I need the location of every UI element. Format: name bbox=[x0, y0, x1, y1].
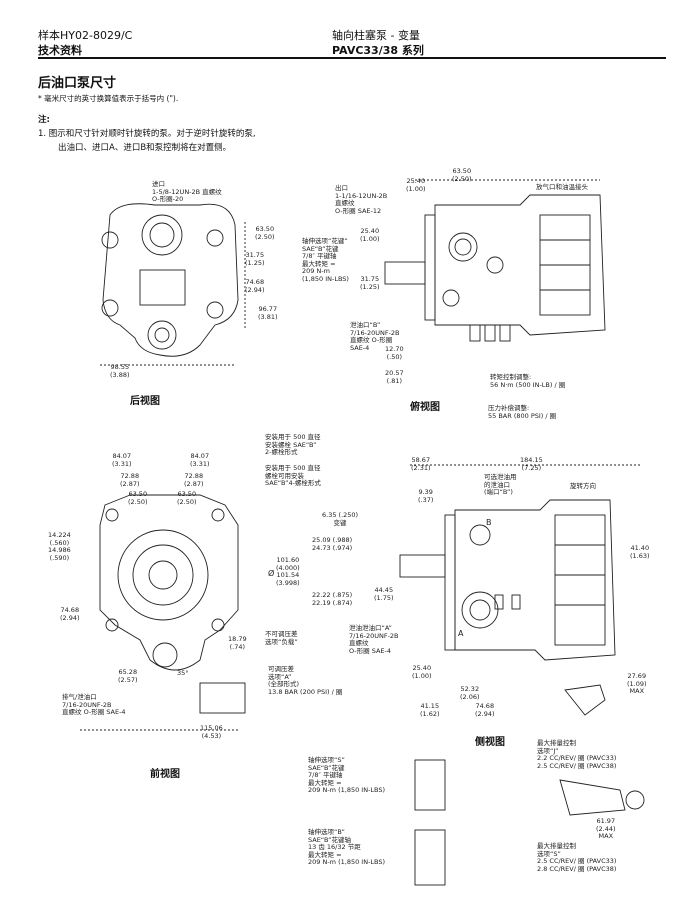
dim-r5: 98.55 (3.88) bbox=[110, 363, 130, 379]
note-line-1: 1. 图示和尺寸针对顺时针旋转的泵。对于逆时针旋转的泵, bbox=[38, 129, 256, 139]
dim-r4: 96.77 (3.81) bbox=[258, 305, 278, 321]
dim-t5: 12.70 (.50) bbox=[385, 345, 404, 361]
dim-s10: 25.40 (1.00) bbox=[412, 664, 432, 680]
dim-s15: 61.97 (2.44) MAX bbox=[596, 817, 616, 840]
dim-t4: 31.75 (1.25) bbox=[360, 275, 380, 291]
dim-r1: 63.50 (2.50) bbox=[255, 225, 275, 241]
label-max-disp-s: 最大排量控制 选项“S” 2.5 CC/REV/ 圈 (PAVC33) 2.8 … bbox=[537, 842, 617, 873]
label-pressure-comp: 压力补偿调整: 55 BAR (800 PSI) / 圈 bbox=[488, 404, 557, 420]
dim-t6: 20.57 (.81) bbox=[385, 369, 404, 385]
dim-s9: 41.40 (1.63) bbox=[630, 544, 650, 560]
dim-f11: 35° bbox=[177, 669, 189, 677]
dim-diameter-symbol: Ø bbox=[268, 569, 275, 578]
dim-s7: 22.22 (.875) 22.19 (.874) bbox=[312, 591, 353, 607]
dim-s14: 27.69 (1.09) MAX bbox=[627, 672, 647, 695]
dim-t3: 25.40 (1.00) bbox=[360, 227, 380, 243]
label-mount-2bolt: 安装用于 500 直径 安装螺栓 SAE“B” 2-螺栓形式 bbox=[265, 433, 321, 456]
dim-r3: 74.68 (2.94) bbox=[245, 278, 265, 294]
page-header: 样本HY02-8029/C 技术资料 轴向柱塞泵 - 变量 PAVC33/38 … bbox=[0, 0, 700, 62]
dim-f6: 63.50 (2.50) bbox=[177, 490, 197, 506]
dim-s3: 9.39 (.37) bbox=[418, 488, 434, 504]
dim-s12: 74.68 (2.94) bbox=[475, 702, 495, 718]
dim-r2: 31.75 (1.25) bbox=[245, 251, 265, 267]
label-adjustable: 可调压差 选项“A” (全部形式) 13.8 BAR (200 PSI) / 圈 bbox=[268, 665, 343, 696]
product-name: 轴向柱塞泵 - 变量 bbox=[332, 29, 420, 42]
dim-f8: 74.68 (2.94) bbox=[60, 606, 80, 622]
dim-f3: 72.88 (2.87) bbox=[120, 472, 140, 488]
label-mount-4bolt: 安装用于 500 直径 螺栓可用安装 SAE“B”4-螺栓形式 bbox=[265, 464, 321, 487]
dim-f9: 18.79 (.74) bbox=[228, 635, 247, 651]
label-rear-inlet: 进口 1-5/8-12UN-2B 直螺纹 O-形圈-20 bbox=[152, 180, 222, 203]
side-view-drawing bbox=[399, 464, 645, 886]
dim-f10: 65.28 (2.57) bbox=[118, 668, 138, 684]
doc-number: 样本HY02-8029/C bbox=[38, 29, 133, 42]
series-name: PAVC33/38 系列 bbox=[332, 44, 424, 57]
dim-s5: 25.09 (.988) 24.73 (.974) bbox=[312, 536, 353, 552]
dim-s1: 58.67 (2.31) bbox=[411, 456, 431, 472]
dim-s11: 52.32 (2.06) bbox=[460, 685, 480, 701]
header-right: 轴向柱塞泵 - 变量 PAVC33/38 系列 bbox=[332, 28, 424, 58]
dim-f2: 84.07 (3.31) bbox=[190, 452, 210, 468]
note-line-2: 出油口、进口A、进口B和泵控制将在对置侧。 bbox=[58, 143, 232, 153]
label-rotation: 旋转方向 bbox=[570, 482, 596, 490]
dim-s13: 41.15 (1.62) bbox=[420, 702, 440, 718]
label-shaft-option-s: 轴伸选项“S” SAE“B”花键 7/8″ 平键轴 最大转矩 = 209 N-m… bbox=[308, 756, 386, 794]
unit-note: * 毫米尺寸的英寸换算值表示于括号内 ("). bbox=[38, 94, 179, 103]
label-shaft-spline: 轴伸选项“花键” SAE“B”花键 7/8″ 平键轴 最大转矩 = 209 N-… bbox=[302, 237, 349, 283]
notes-block: 注: 1. 图示和尺寸针对顺时针旋转的泵。对于逆时针旋转的泵, 出油口、进口A、… bbox=[38, 113, 256, 155]
note-heading: 注: bbox=[38, 115, 50, 125]
label-rear-outlet: 出口 1-1/16-12UN-2B 直螺纹 O-形圈 SAE-12 bbox=[335, 184, 388, 215]
doc-type: 技术资料 bbox=[38, 44, 82, 57]
dim-f4: 72.88 (2.87) bbox=[184, 472, 204, 488]
front-view-drawing bbox=[80, 494, 246, 731]
rear-view-drawing bbox=[100, 203, 246, 366]
dim-s2: 184.15 (7.25) bbox=[520, 456, 543, 472]
label-max-disp-j: 最大排量控制 选项“J” 2.2 CC/REV/ 圈 (PAVC33) 2.5 … bbox=[537, 739, 617, 770]
dim-s8: 44.45 (1.75) bbox=[374, 586, 394, 602]
top-view-drawing bbox=[384, 179, 606, 342]
caption-front-view: 前视图 bbox=[150, 769, 180, 780]
caption-top-view: 俯视图 bbox=[410, 402, 440, 413]
dim-f12: 115.06 (4.53) bbox=[200, 724, 223, 740]
label-air-bleed: 放气口和油温接头 bbox=[536, 183, 588, 191]
label-load-sense: 不可调压差 选项“负载” bbox=[265, 630, 298, 646]
caption-side-view: 侧视图 bbox=[475, 737, 505, 748]
dim-s6: 101.60 (4.000) 101.54 (3.998) bbox=[276, 556, 300, 587]
dim-t2: 25.40 (1.00) bbox=[406, 177, 426, 193]
dim-f1: 84.07 (3.31) bbox=[112, 452, 132, 468]
section-title: 后油口泵尺寸 bbox=[38, 76, 117, 91]
label-case-drain-b: 泄油口“B” 7/16-20UNF-2B 直螺纹 O-形圈 SAE-4 bbox=[350, 321, 400, 352]
label-port-a: A bbox=[458, 629, 464, 638]
label-front-vent: 排气/泄油口 7/16-20UNF-2B 直螺纹 O-形圈 SAE-4 bbox=[62, 693, 126, 716]
dim-f5: 63.50 (2.50) bbox=[128, 490, 148, 506]
caption-rear-view: 后视图 bbox=[130, 396, 160, 407]
dim-f7: 14.224 (.560) 14.986 (.590) bbox=[48, 531, 71, 562]
label-port-b: B bbox=[486, 518, 492, 527]
header-rule bbox=[38, 57, 666, 59]
label-torque-control: 转矩控制调整: 56 N·m (500 IN-LB) / 圈 bbox=[490, 373, 566, 389]
label-case-drain-a: 泄油泄油口“A” 7/16-20UNF-2B 直螺纹 O-形圈 SAE-4 bbox=[349, 624, 399, 655]
dim-s4: 6.35 (.250) 变键 bbox=[322, 511, 359, 527]
header-left: 样本HY02-8029/C 技术资料 bbox=[38, 28, 132, 58]
label-shaft-option-b: 轴伸选项“B” SAE“B”花键轴 13 齿 16/32 节距 最大转矩 = 2… bbox=[308, 828, 386, 866]
dim-t1: 63.50 (2.50) bbox=[452, 167, 472, 183]
label-port-b-option: 可选泄油用 的泄油口 (端口“B”) bbox=[484, 473, 517, 496]
